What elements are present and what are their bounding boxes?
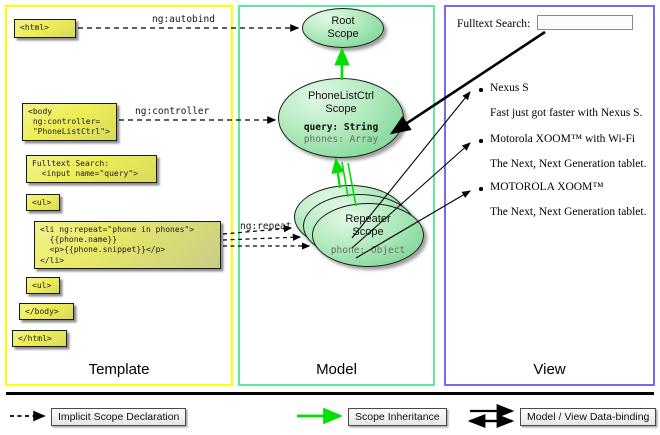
list-bullet — [479, 139, 483, 143]
code-box-html-open: <html> — [14, 19, 76, 38]
view-item-name: Nexus S — [490, 82, 529, 94]
view-item-snippet: Fast just got faster with Nexus S. — [490, 107, 643, 119]
scope-prop-query: query: String — [303, 122, 379, 134]
code-box-body-open: <body ng:controller= "PhoneListCtrl"> — [22, 103, 117, 141]
view-search-label: Fulltext Search: — [457, 18, 531, 30]
panel-template-label: Template — [88, 361, 150, 378]
scope-repeater: Repeater Scope phone: Object — [312, 203, 424, 267]
scope-prop-phone: phone: Object — [330, 244, 406, 256]
view-item-snippet: The Next, Next Generation tablet. — [490, 158, 647, 170]
code-box-html-close: </html> — [12, 330, 67, 347]
view-item-snippet: The Next, Next Generation tablet. — [490, 206, 647, 218]
scope-phonelistctrl: PhoneListCtrl Scope query: String phones… — [278, 78, 404, 158]
code-box-ul-close: <ul> — [26, 277, 60, 294]
view-item-name: MOTOROLA XOOM™ — [490, 181, 604, 193]
list-bullet — [479, 88, 483, 92]
code-box-body-close: </body> — [19, 303, 74, 320]
list-bullet — [479, 187, 483, 191]
panel-view-label: View — [533, 361, 566, 378]
legend-divider — [6, 392, 654, 395]
legend-model-view-databinding: Model / View Data-binding — [520, 408, 657, 426]
scope-prop-phones: phones: Array — [303, 134, 379, 146]
edge-label-ng-autobind: ng:autobind — [152, 14, 215, 25]
panel-model-label: Model — [316, 361, 357, 378]
scope-root-title: Root Scope — [327, 15, 359, 40]
legend-scope-inheritance: Scope Inheritance — [348, 408, 447, 426]
edge-label-ng-repeat: ng:repeat — [240, 221, 292, 232]
view-item-name: Motorola XOOM™ with Wi-Fi — [490, 133, 636, 145]
search-input[interactable] — [537, 15, 633, 30]
code-box-fulltext-search: Fulltext Search: <input name="query"> — [26, 155, 157, 183]
code-box-li-repeat: <li ng:repeat="phone in phones"> {{phone… — [34, 221, 221, 269]
scope-root: Root Scope — [302, 8, 384, 48]
edge-label-ng-controller: ng:controller — [135, 106, 210, 117]
legend-implicit-scope-declaration: Implicit Scope Declaration — [51, 408, 187, 426]
code-box-ul-open: <ul> — [26, 194, 60, 211]
scope-repeater-title: Repeater Scope — [345, 213, 391, 239]
scope-phonelistctrl-title: PhoneListCtrl Scope — [307, 89, 375, 115]
panel-view: View — [444, 5, 655, 386]
